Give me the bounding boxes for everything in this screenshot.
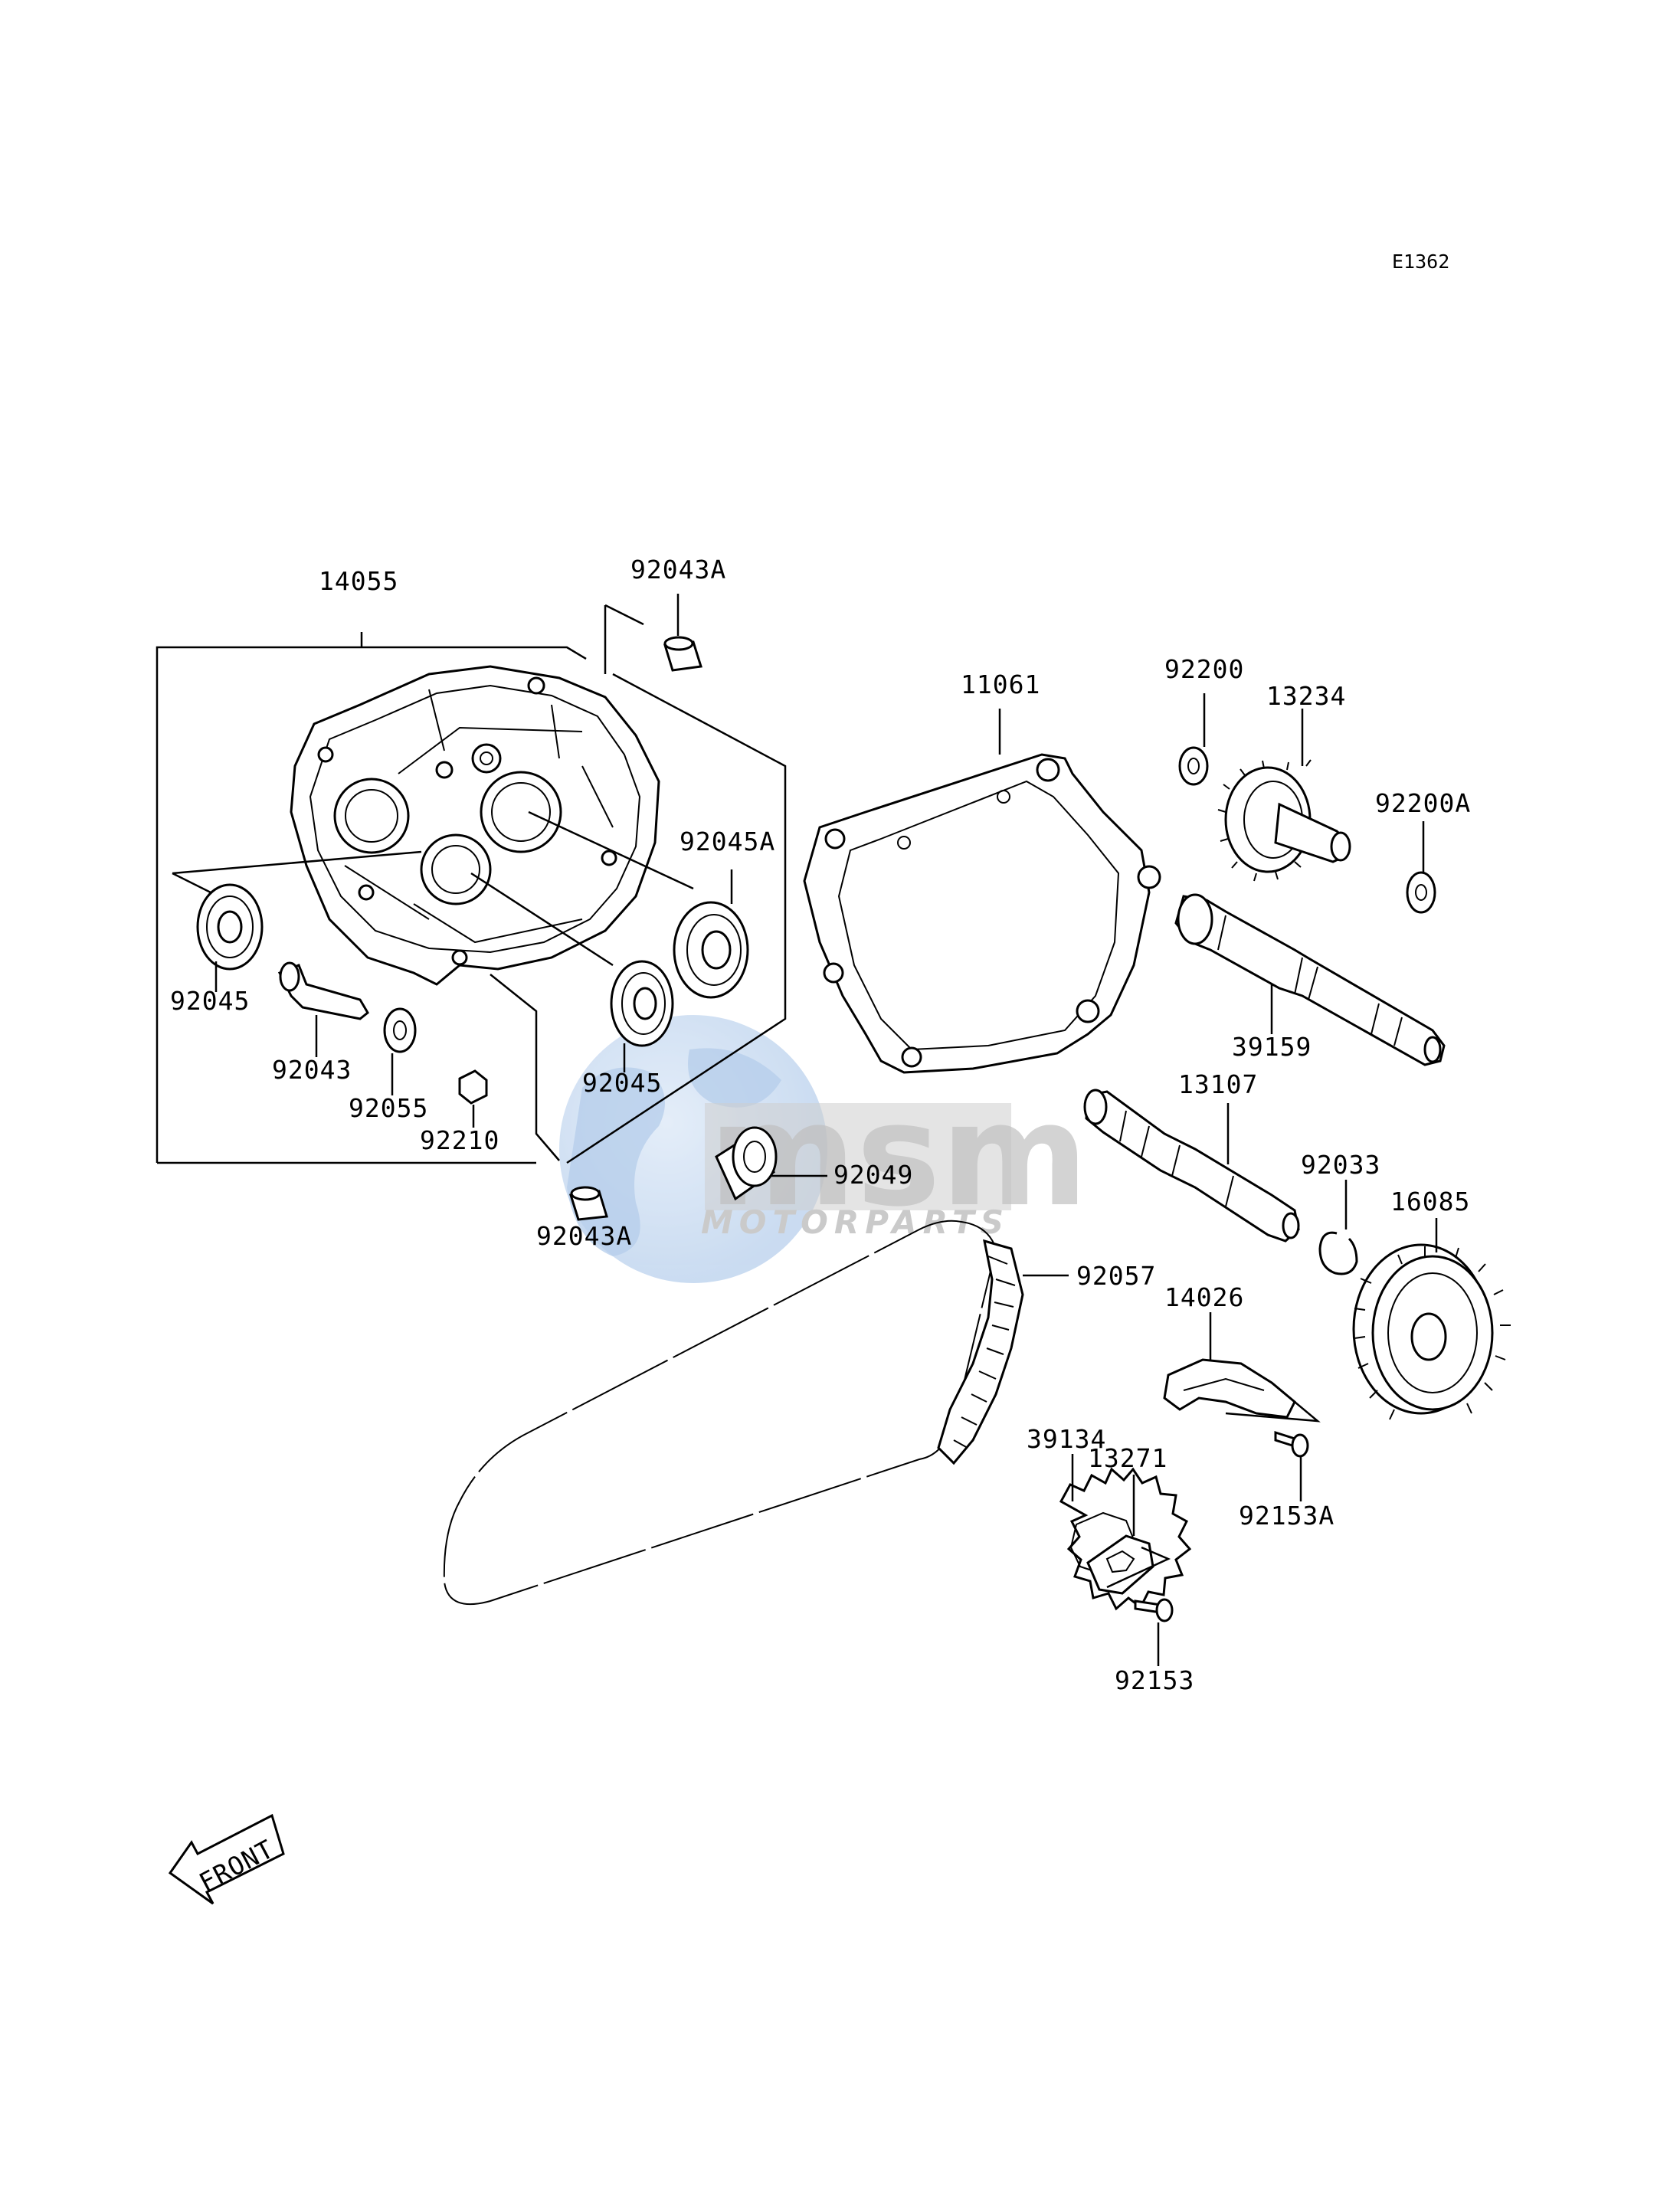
gear-13234: [1217, 709, 1351, 882]
washer-92200A: [1406, 821, 1436, 914]
plate-13271: [1086, 1475, 1171, 1595]
callout-39134: 39134: [1027, 1424, 1106, 1454]
callout-13271: 13271: [1088, 1443, 1167, 1473]
callout-13107: 13107: [1178, 1069, 1258, 1099]
shaft-13107: [1083, 1089, 1300, 1243]
front-arrow-icon: FRONT: [168, 1813, 285, 1905]
watermark-subtitle: MOTORPARTS: [701, 1203, 1010, 1241]
dowel-pin-92043A-bottom: [490, 974, 608, 1221]
callout-92200A: 92200A: [1375, 788, 1471, 818]
callout-14055: 14055: [319, 566, 398, 596]
chain-guide-14026: [1163, 1312, 1321, 1423]
callout-13234: 13234: [1266, 681, 1346, 711]
shaft-39159: [1174, 893, 1446, 1066]
callout-92153: 92153: [1115, 1665, 1194, 1695]
bearing-92045A: [673, 869, 749, 999]
bearing-92045-mid: [610, 960, 674, 1072]
callout-92200: 92200: [1164, 654, 1244, 684]
diagram-code: E1362: [1392, 250, 1449, 273]
dowel-pin-92043A-top: [604, 594, 702, 674]
callout-92210: 92210: [420, 1125, 499, 1155]
callout-39159: 39159: [1232, 1032, 1312, 1062]
stud-bolt-92043: [277, 961, 369, 1057]
callout-92153A: 92153A: [1239, 1501, 1335, 1531]
callout-92055: 92055: [349, 1093, 428, 1123]
callout-92033: 92033: [1301, 1150, 1380, 1180]
chain-92057: [443, 1220, 1069, 1606]
callout-92043A-bottom: 92043A: [536, 1221, 632, 1251]
watermark-globe-icon: [559, 1015, 827, 1283]
bearing-92045-left: [196, 883, 264, 992]
callout-92045-left: 92045: [170, 986, 250, 1016]
callout-92043A-top: 92043A: [630, 555, 726, 584]
circlip-92033: [1318, 1180, 1358, 1275]
callout-16085: 16085: [1390, 1187, 1470, 1216]
oil-seal-92049: [715, 1126, 827, 1201]
callout-92045-mid: 92045: [582, 1068, 662, 1098]
callout-92043: 92043: [272, 1055, 352, 1085]
callout-14026: 14026: [1164, 1282, 1244, 1312]
gasket-11061: [803, 709, 1161, 1074]
washer-92200: [1178, 693, 1209, 786]
callout-11061: 11061: [961, 670, 1040, 699]
washer-92055: [383, 1007, 417, 1095]
bolt-92153A: [1274, 1430, 1309, 1501]
bolt-92153: [1134, 1598, 1174, 1666]
callout-92045A: 92045A: [680, 827, 775, 856]
crankcase-cover-14055: [290, 665, 660, 986]
assembly-bracket-14055: [156, 632, 787, 1164]
nut-92210: [458, 1069, 488, 1128]
callout-92049: 92049: [833, 1160, 913, 1190]
callout-92057: 92057: [1076, 1261, 1156, 1291]
gear-16085: [1352, 1218, 1511, 1420]
